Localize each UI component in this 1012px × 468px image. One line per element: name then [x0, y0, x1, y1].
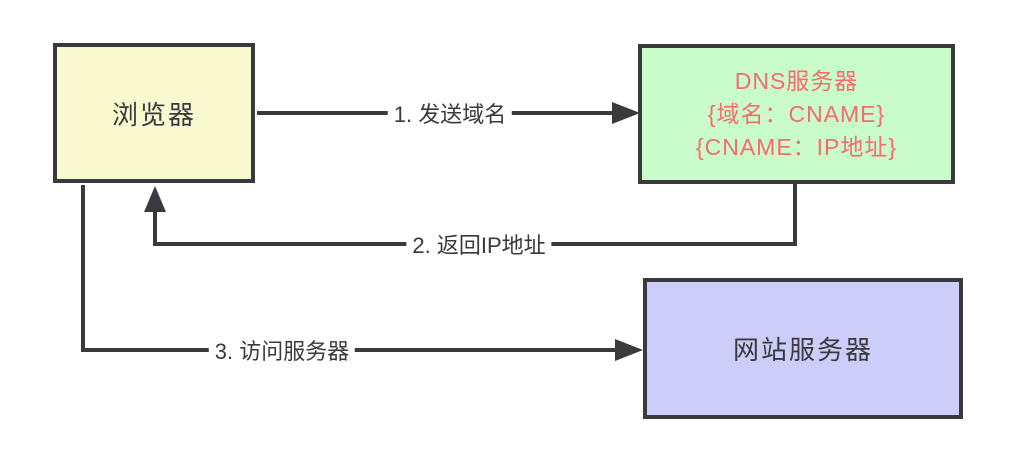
edge-2-label: 2. 返回IP地址: [406, 228, 552, 260]
edge-1-label: 1. 发送域名: [387, 97, 513, 129]
web-server-node: 网站服务器: [643, 278, 963, 419]
edge-2-line-down: [793, 184, 797, 246]
dns-server-node: DNS服务器 {域名：CNAME} {CNAME：IP地址}: [638, 44, 955, 184]
dns-server-title: DNS服务器: [734, 67, 859, 94]
browser-label: 浏览器: [111, 99, 196, 130]
dns-mapping-cname-ip: {CNAME：IP地址}: [695, 133, 898, 160]
arrow-up-icon: [144, 186, 166, 212]
edge-3-label: 3. 访问服务器: [208, 334, 356, 366]
browser-node: 浏览器: [53, 43, 255, 183]
dns-mapping-domain-cname: {域名：CNAME}: [707, 100, 886, 127]
web-server-label: 网站服务器: [732, 335, 873, 365]
edge-2-line-up: [153, 210, 157, 246]
arrow-right-icon: [612, 102, 640, 124]
edge-3-line-down: [81, 185, 85, 352]
arrow-right-icon: [615, 339, 643, 361]
